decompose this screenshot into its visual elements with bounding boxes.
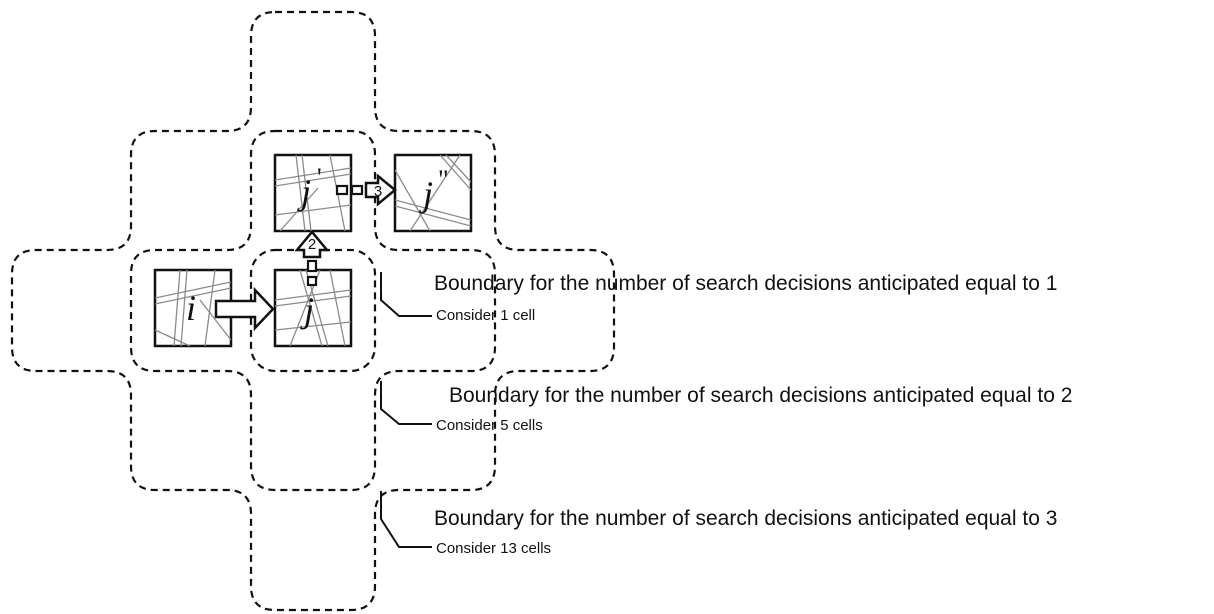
boundary-1-cells: Consider 1 cell	[436, 307, 535, 324]
leader-3	[380, 491, 432, 548]
cell-j-letter: j	[300, 290, 314, 330]
step-2-label: 2	[308, 236, 316, 253]
cell-j-double-prime: j "	[393, 153, 473, 233]
cell-j-prime-mark: '	[317, 163, 322, 192]
boundary-3-label: Boundary for the number of search decisi…	[434, 507, 1057, 530]
cell-j-double-prime-letter: j	[419, 174, 433, 214]
boundary-2-cells: Consider 5 cells	[436, 417, 543, 434]
step-1-arrow	[214, 286, 275, 332]
step-3-label: 3	[374, 183, 382, 200]
street-map-i	[155, 270, 231, 346]
boundary-2-label: Boundary for the number of search decisi…	[449, 384, 1072, 407]
boundary-13-cells	[10, 10, 616, 612]
street-map-j-prime	[275, 155, 351, 231]
step-3-link: 3	[335, 173, 397, 207]
cell-j-double-prime-mark: "	[438, 165, 449, 194]
street-map-j-double-prime	[395, 155, 471, 231]
step-3-arrow	[364, 173, 397, 207]
boundary-3-cells: Consider 13 cells	[436, 540, 551, 557]
boundary-1-label: Boundary for the number of search decisi…	[434, 272, 1057, 295]
leader-2	[380, 381, 432, 425]
cell-j-prime-letter: j	[297, 172, 311, 212]
leader-1	[380, 272, 432, 317]
step-2-link: 2	[294, 230, 330, 287]
step-2-arrow	[294, 230, 330, 259]
cell-i-letter: i	[186, 288, 196, 328]
